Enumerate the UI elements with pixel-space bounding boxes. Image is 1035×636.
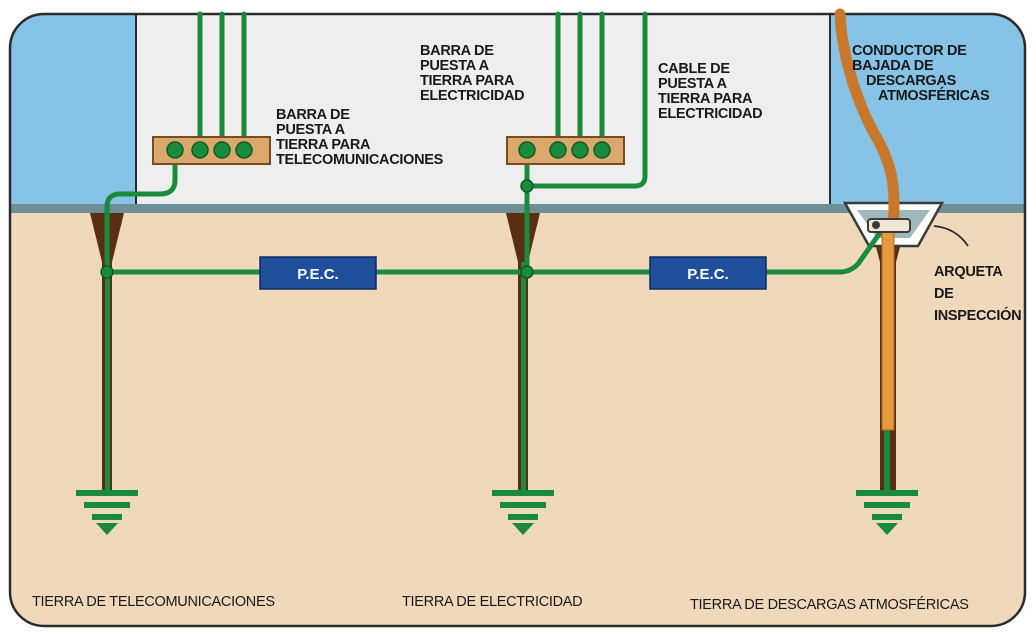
lightning-down-conductor <box>834 8 900 234</box>
junction-node-telecom-riser <box>100 265 114 279</box>
lightning-earth-rod-core <box>881 227 895 431</box>
electric-grounding-bar <box>506 136 625 165</box>
telecom-bar-label: BARRA DE PUESTA A TIERRA PARA TELECOMUNI… <box>276 107 443 168</box>
junction-node-electric-riser <box>520 265 534 279</box>
ground-symbol-electric <box>492 490 554 535</box>
ground-symbol-telecom <box>76 490 138 535</box>
diagram-frame <box>8 12 1027 628</box>
ground-symbol-lightning <box>856 490 918 535</box>
ground-label-electric: TIERRA DE ELECTRICIDAD <box>402 594 583 610</box>
ground-label-telecom: TIERRA DE TELECOMUNICACIONES <box>32 594 275 610</box>
earthing-wires <box>104 11 885 275</box>
electric-cable-label: CABLE DE PUESTA A TIERRA PARA ELECTRICID… <box>658 61 763 122</box>
lightning-conductor-label: CONDUCTOR DE BAJADA DE DESCARGAS ATMOSFÉ… <box>852 43 990 104</box>
pec-left-label: P.E.C. <box>297 266 338 283</box>
electric-bar-label: BARRA DE PUESTA A TIERRA PARA ELECTRICID… <box>420 43 525 104</box>
earth-rod-telecom <box>90 213 124 490</box>
junction-node-electric-cable <box>520 179 534 193</box>
soil-background <box>10 210 1025 626</box>
inspection-box-label: ARQUETA DE INSPECCIÓN <box>934 264 1022 324</box>
earth-rod-electric <box>506 213 540 490</box>
ground-label-lightning: TIERRA DE DESCARGAS ATMOSFÉRICAS <box>690 597 969 613</box>
clamp-bolt <box>872 221 880 229</box>
pec-right-label: P.E.C. <box>687 266 728 283</box>
inspection-box-pointer <box>933 225 969 247</box>
pec-box-right: P.E.C. <box>649 256 767 290</box>
ground-surface-line <box>10 204 1025 213</box>
telecom-grounding-bar <box>152 136 271 165</box>
pec-box-left: P.E.C. <box>259 256 377 290</box>
building-interior <box>135 14 831 209</box>
